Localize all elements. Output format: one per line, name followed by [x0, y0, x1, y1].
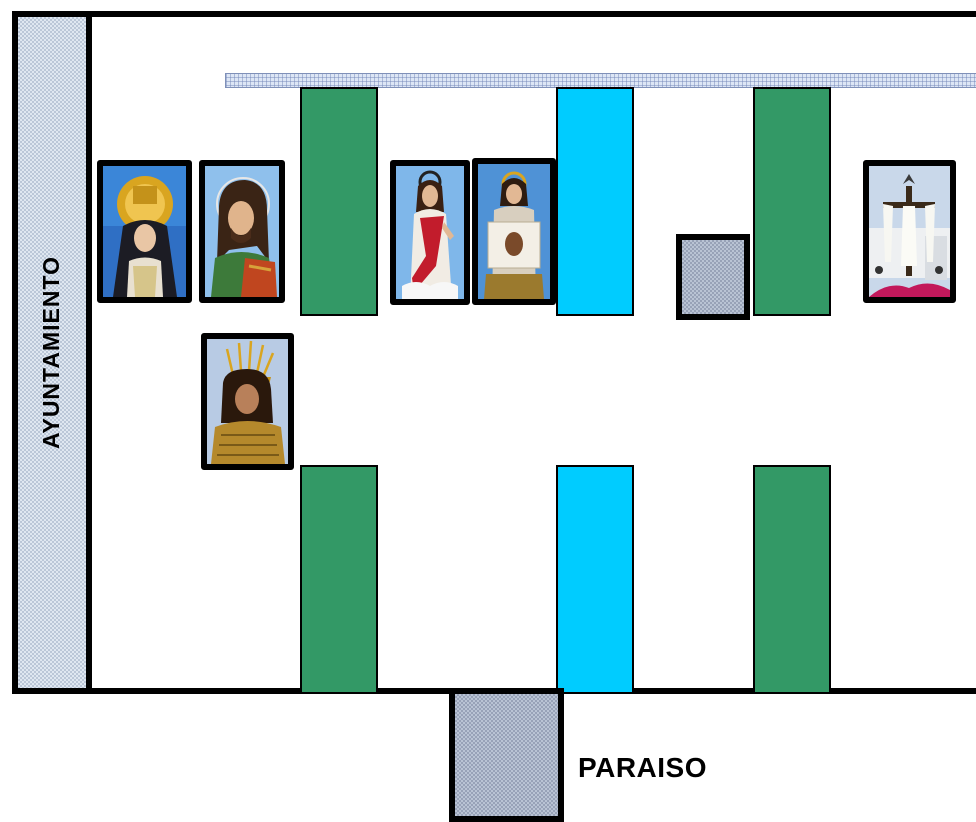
green-stand-upper-1: [300, 87, 378, 316]
ayuntamiento-label: AYUNTAMIENTO: [39, 256, 66, 449]
veronica-with-veil-image: [472, 158, 556, 305]
green-stand-upper-2: [753, 87, 831, 316]
cyan-stand-upper: [556, 87, 634, 316]
saint-john-portrait-image: [199, 160, 285, 303]
green-stand-lower-2: [753, 465, 831, 694]
paraiso-building: [449, 688, 564, 822]
top-strip: [225, 73, 976, 88]
cyan-stand-lower: [556, 465, 634, 694]
virgin-with-golden-crown-image: [97, 160, 192, 303]
green-stand-lower-1: [300, 465, 378, 694]
plaza-enclosure: [12, 11, 976, 694]
saint-with-red-mantle-image: [390, 160, 470, 305]
small-grey-stand: [676, 234, 750, 320]
ayuntamiento-label-box: AYUNTAMIENTO: [18, 17, 86, 688]
christ-with-crown-of-thorns-image: [201, 333, 294, 470]
ayuntamiento-wall: [86, 11, 92, 694]
paraiso-label: PARAISO: [578, 752, 707, 784]
cross-with-white-shroud-image: [863, 160, 956, 303]
